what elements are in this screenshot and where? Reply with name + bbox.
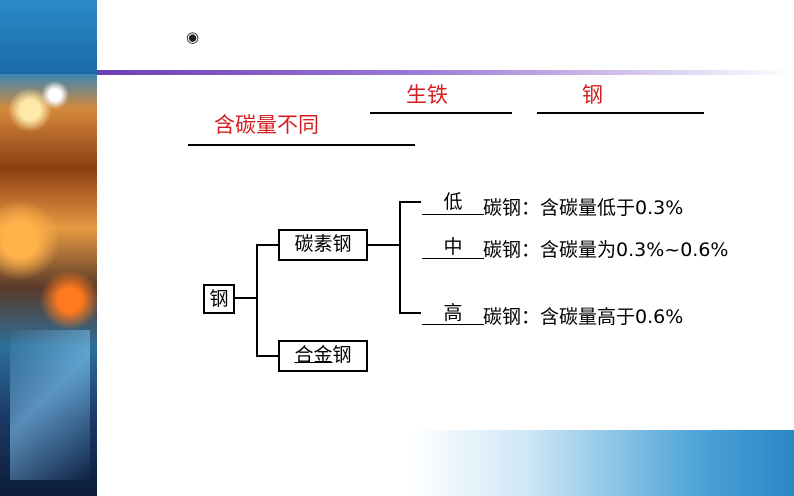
leaf-medium-text: 碳钢：含碳量为0.3%~0.6% (483, 239, 729, 261)
connector-leaf-low (399, 201, 421, 203)
leaf-low-blank-answer: 低 (443, 191, 463, 213)
blank-line-2 (370, 112, 512, 114)
answer-steel: 钢 (582, 83, 603, 107)
connector-carbon-out (367, 244, 400, 246)
connector-root-vertical (256, 244, 258, 357)
node-carbon-steel-label: 碳素钢 (294, 233, 352, 255)
leaf-high-text: 碳钢：含碳量高于0.6% (483, 306, 684, 328)
node-carbon-steel: 碳素钢 (278, 229, 368, 261)
decorative-light-streak (10, 330, 90, 480)
leaf-low-text: 碳钢：含碳量低于0.3% (483, 197, 684, 219)
leaf-medium-blank-answer: 中 (443, 236, 463, 258)
connector-to-alloy (256, 355, 278, 357)
connector-to-carbon (256, 244, 278, 246)
decorative-photo-strip (0, 0, 97, 496)
connector-leaves-vertical (399, 201, 401, 314)
header-divider-bar (97, 70, 794, 75)
answer-pig-iron: 生铁 (406, 83, 448, 107)
leaf-medium-blank-line (422, 258, 484, 259)
blank-line-1 (188, 144, 415, 146)
leaf-high-blank-line (422, 324, 484, 325)
leaf-high-blank-answer: 高 (443, 302, 463, 324)
connector-root (233, 297, 257, 299)
blank-line-3 (537, 112, 704, 114)
decorative-blue-block (0, 0, 97, 74)
root-node-steel: 钢 (203, 284, 235, 314)
leaf-low-blank-line (422, 214, 484, 215)
node-alloy-steel-label-part2: 钢 (332, 344, 352, 366)
decorative-bottom-band (410, 430, 794, 496)
node-alloy-steel-label-part1: 合金 (294, 344, 333, 366)
node-alloy-steel: 合金钢 (278, 340, 368, 372)
bullet-icon: ◉ (186, 28, 200, 46)
root-node-label: 钢 (209, 288, 229, 310)
connector-leaf-high (399, 312, 421, 314)
answer-carbon-content: 含碳量不同 (214, 113, 319, 137)
